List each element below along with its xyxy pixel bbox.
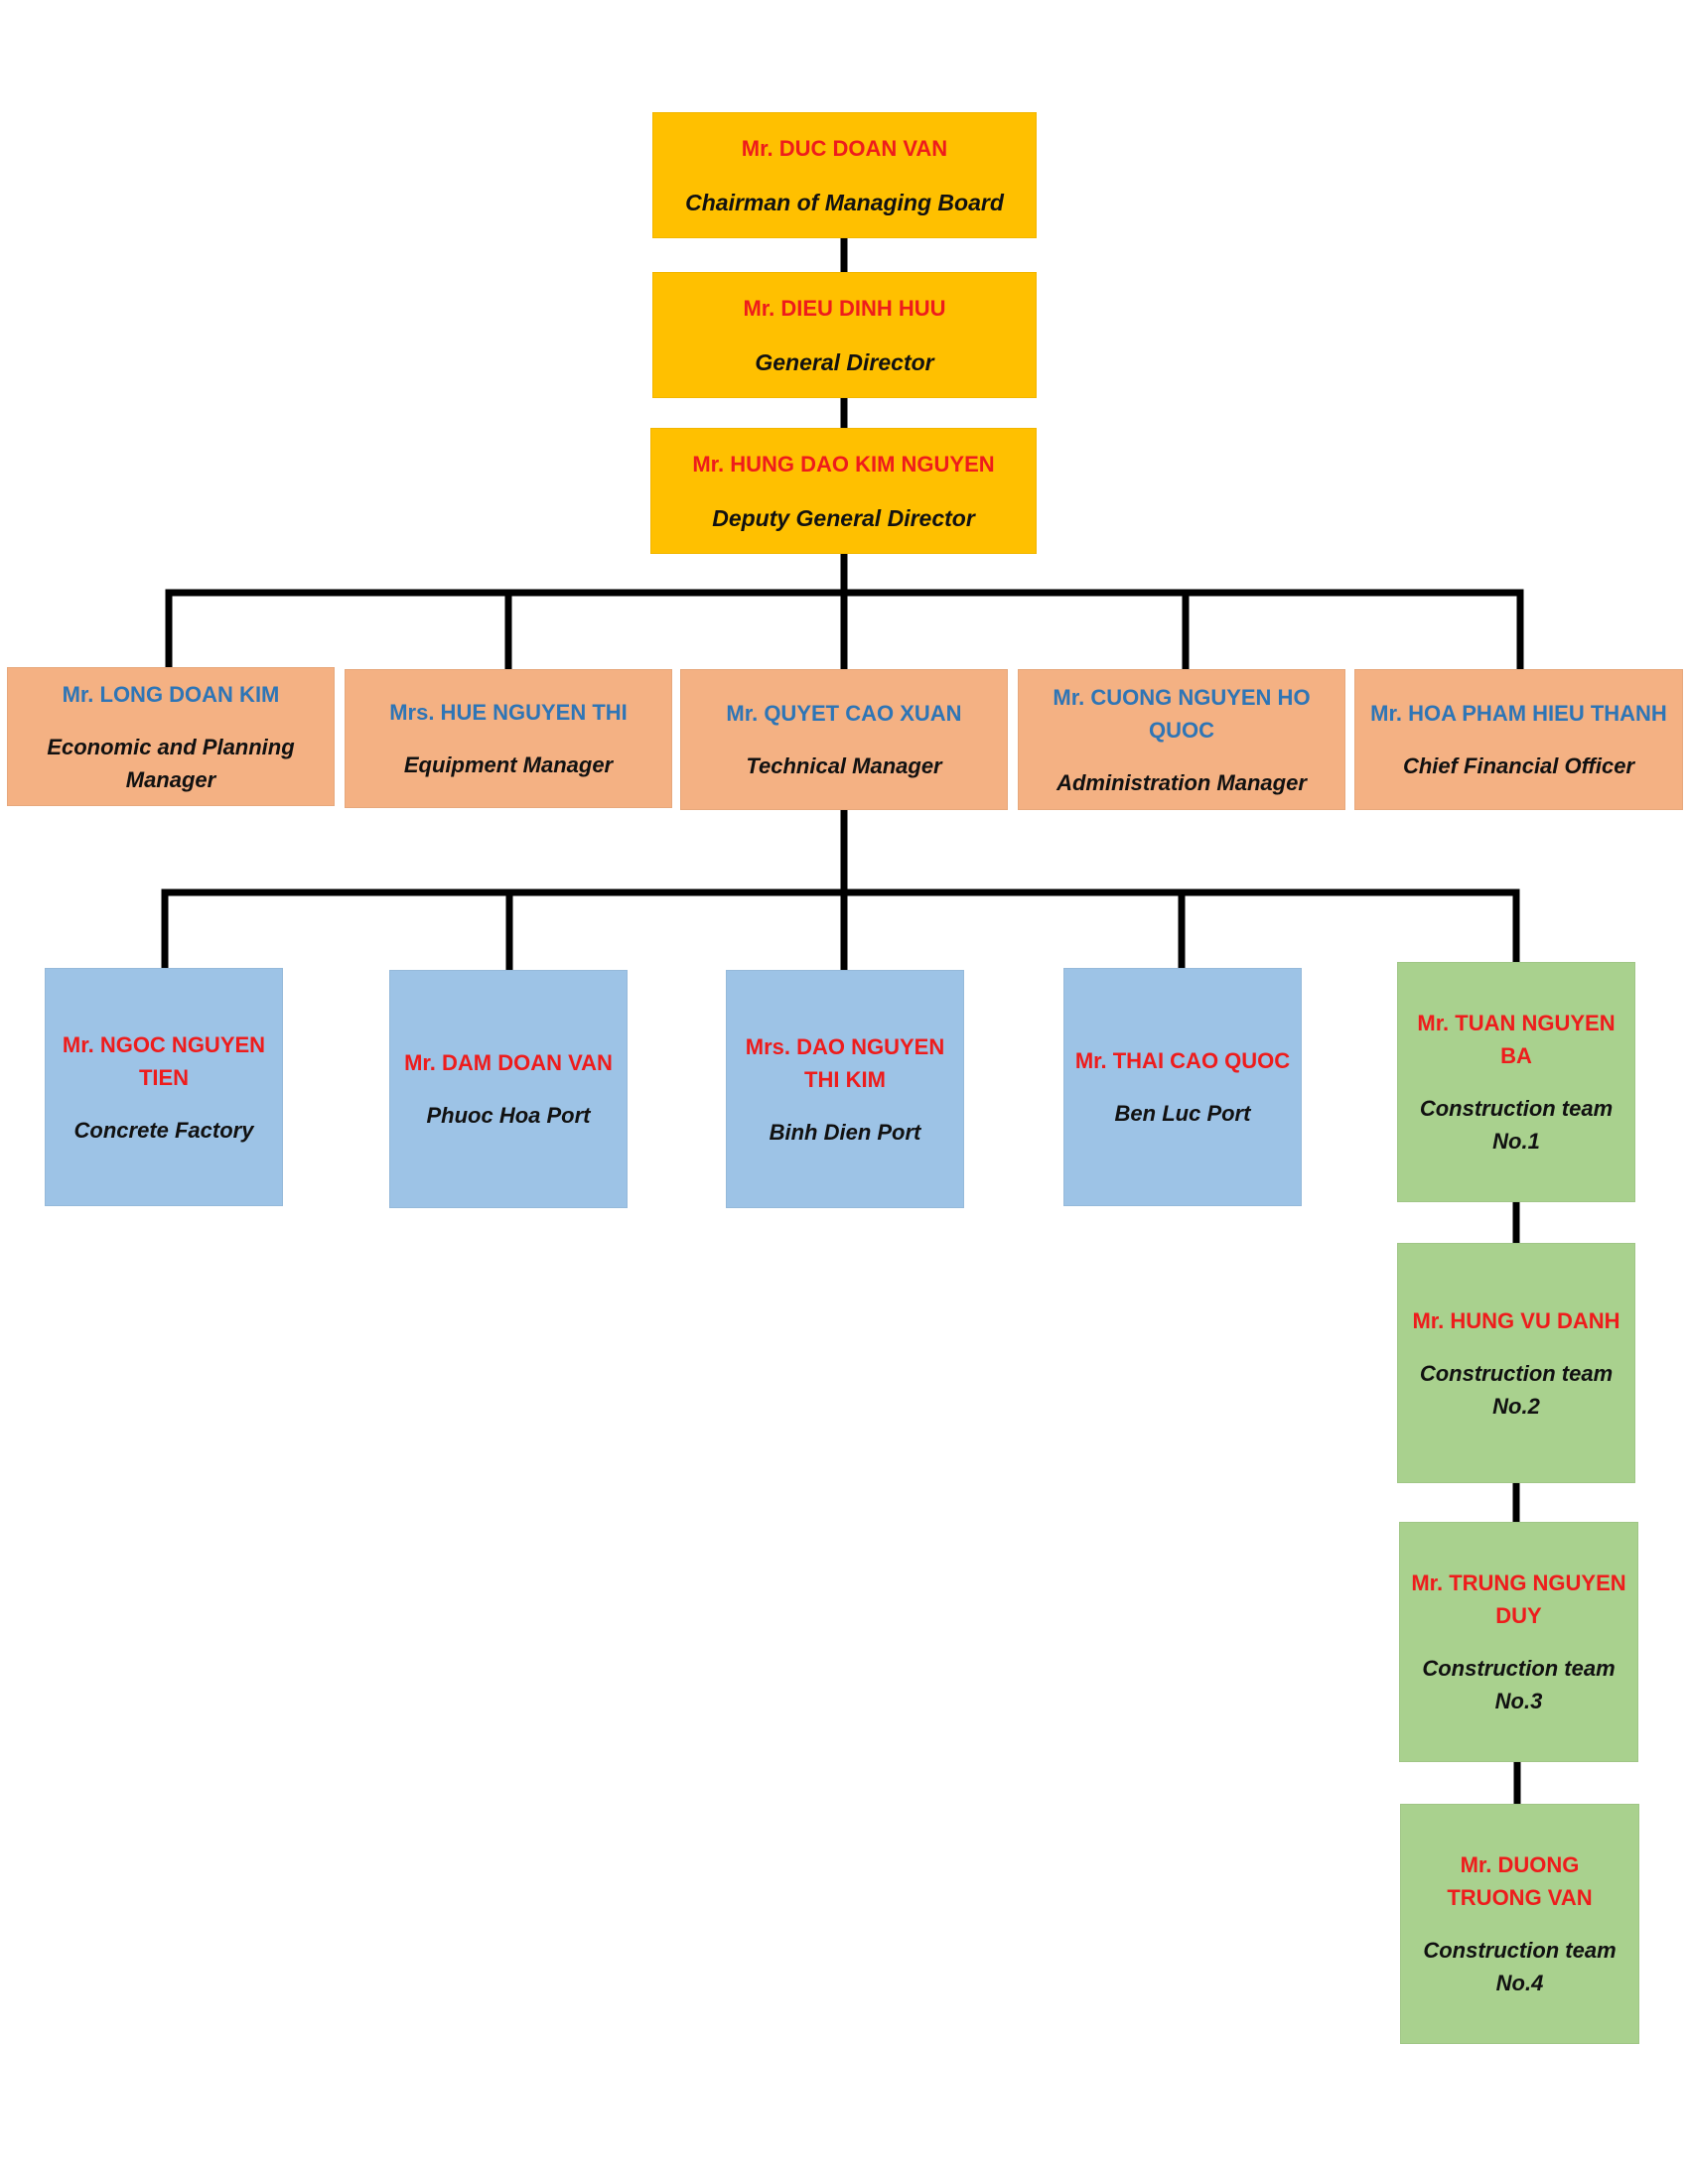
- team-leader-name: Mr. HUNG VU DANH: [1412, 1307, 1620, 1333]
- manager-name: Mr. QUYET CAO XUAN: [726, 701, 962, 726]
- general-director-name: Mr. DIEU DINH HUU: [743, 295, 946, 321]
- team-name: Construction team No.4: [1423, 1938, 1617, 1995]
- unit-name: Concrete Factory: [73, 1117, 254, 1143]
- team-leader-name: Mr. DUONG TRUONG VAN: [1447, 1852, 1593, 1910]
- unit-head-name: Mrs. DAO NGUYEN THI KIM: [745, 1033, 945, 1092]
- team-name: Construction team No.1: [1419, 1096, 1614, 1154]
- unit-name: Phuoc Hoa Port: [426, 1103, 591, 1128]
- team-name: Construction team No.2: [1419, 1360, 1614, 1419]
- unit-head-name: Mr. DAM DOAN VAN: [404, 1050, 613, 1075]
- manager-role: Equipment Manager: [403, 752, 614, 777]
- construction-team-1-box: Mr. TUAN NGUYEN BA Construction team No.…: [1397, 962, 1635, 1202]
- chairman-role: Chairman of Managing Board: [685, 189, 1004, 215]
- ben-luc-port-box: Mr. THAI CAO QUOC Ben Luc Port: [1063, 968, 1302, 1206]
- construction-team-4-box: Mr. DUONG TRUONG VAN Construction team N…: [1400, 1804, 1639, 2044]
- technical-manager-box: Mr. QUYET CAO XUAN Technical Manager: [680, 669, 1008, 810]
- deputy-general-director-role: Deputy General Director: [712, 504, 975, 531]
- equipment-manager-box: Mrs. HUE NGUYEN THI Equipment Manager: [345, 669, 672, 808]
- general-director-role: General Director: [755, 348, 934, 375]
- team-leader-name: Mr. TRUNG NGUYEN DUY: [1411, 1570, 1626, 1628]
- construction-team-2-box: Mr. HUNG VU DANH Construction team No.2: [1397, 1243, 1635, 1483]
- phuoc-hoa-port-box: Mr. DAM DOAN VAN Phuoc Hoa Port: [389, 970, 628, 1208]
- manager-name: Mr. LONG DOAN KIM: [62, 681, 280, 707]
- chairman-name: Mr. DUC DOAN VAN: [741, 135, 948, 161]
- team-name: Construction team No.3: [1422, 1656, 1616, 1713]
- deputy-general-director-name: Mr. HUNG DAO KIM NGUYEN: [692, 451, 995, 477]
- manager-role: Economic and Planning Manager: [47, 734, 295, 792]
- manager-role: Administration Manager: [1056, 769, 1307, 795]
- team-leader-name: Mr. TUAN NGUYEN BA: [1417, 1011, 1616, 1068]
- manager-role: Technical Manager: [746, 753, 942, 778]
- general-director-box: Mr. DIEU DINH HUU General Director: [652, 272, 1037, 398]
- concrete-factory-box: Mr. NGOC NGUYEN TIEN Concrete Factory: [45, 968, 283, 1206]
- unit-name: Binh Dien Port: [769, 1119, 921, 1145]
- unit-head-name: Mr. THAI CAO QUOC: [1074, 1048, 1291, 1073]
- manager-name: Mrs. HUE NGUYEN THI: [389, 700, 628, 725]
- construction-team-3-box: Mr. TRUNG NGUYEN DUY Construction team N…: [1399, 1522, 1638, 1762]
- chairman-box: Mr. DUC DOAN VAN Chairman of Managing Bo…: [652, 112, 1037, 238]
- chief-financial-officer-box: Mr. HOA PHAM HIEU THANH Chief Financial …: [1354, 669, 1683, 810]
- deputy-general-director-box: Mr. HUNG DAO KIM NGUYEN Deputy General D…: [650, 428, 1037, 554]
- economic-planning-manager-box: Mr. LONG DOAN KIM Economic and Planning …: [7, 667, 335, 806]
- manager-name: Mr. CUONG NGUYEN HO QUOC: [1053, 684, 1311, 743]
- binh-dien-port-box: Mrs. DAO NGUYEN THI KIM Binh Dien Port: [726, 970, 964, 1208]
- unit-name: Ben Luc Port: [1114, 1101, 1251, 1126]
- unit-head-name: Mr. NGOC NGUYEN TIEN: [62, 1031, 266, 1090]
- manager-role: Chief Financial Officer: [1402, 753, 1635, 778]
- manager-name: Mr. HOA PHAM HIEU THANH: [1370, 701, 1667, 726]
- administration-manager-box: Mr. CUONG NGUYEN HO QUOC Administration …: [1018, 669, 1345, 810]
